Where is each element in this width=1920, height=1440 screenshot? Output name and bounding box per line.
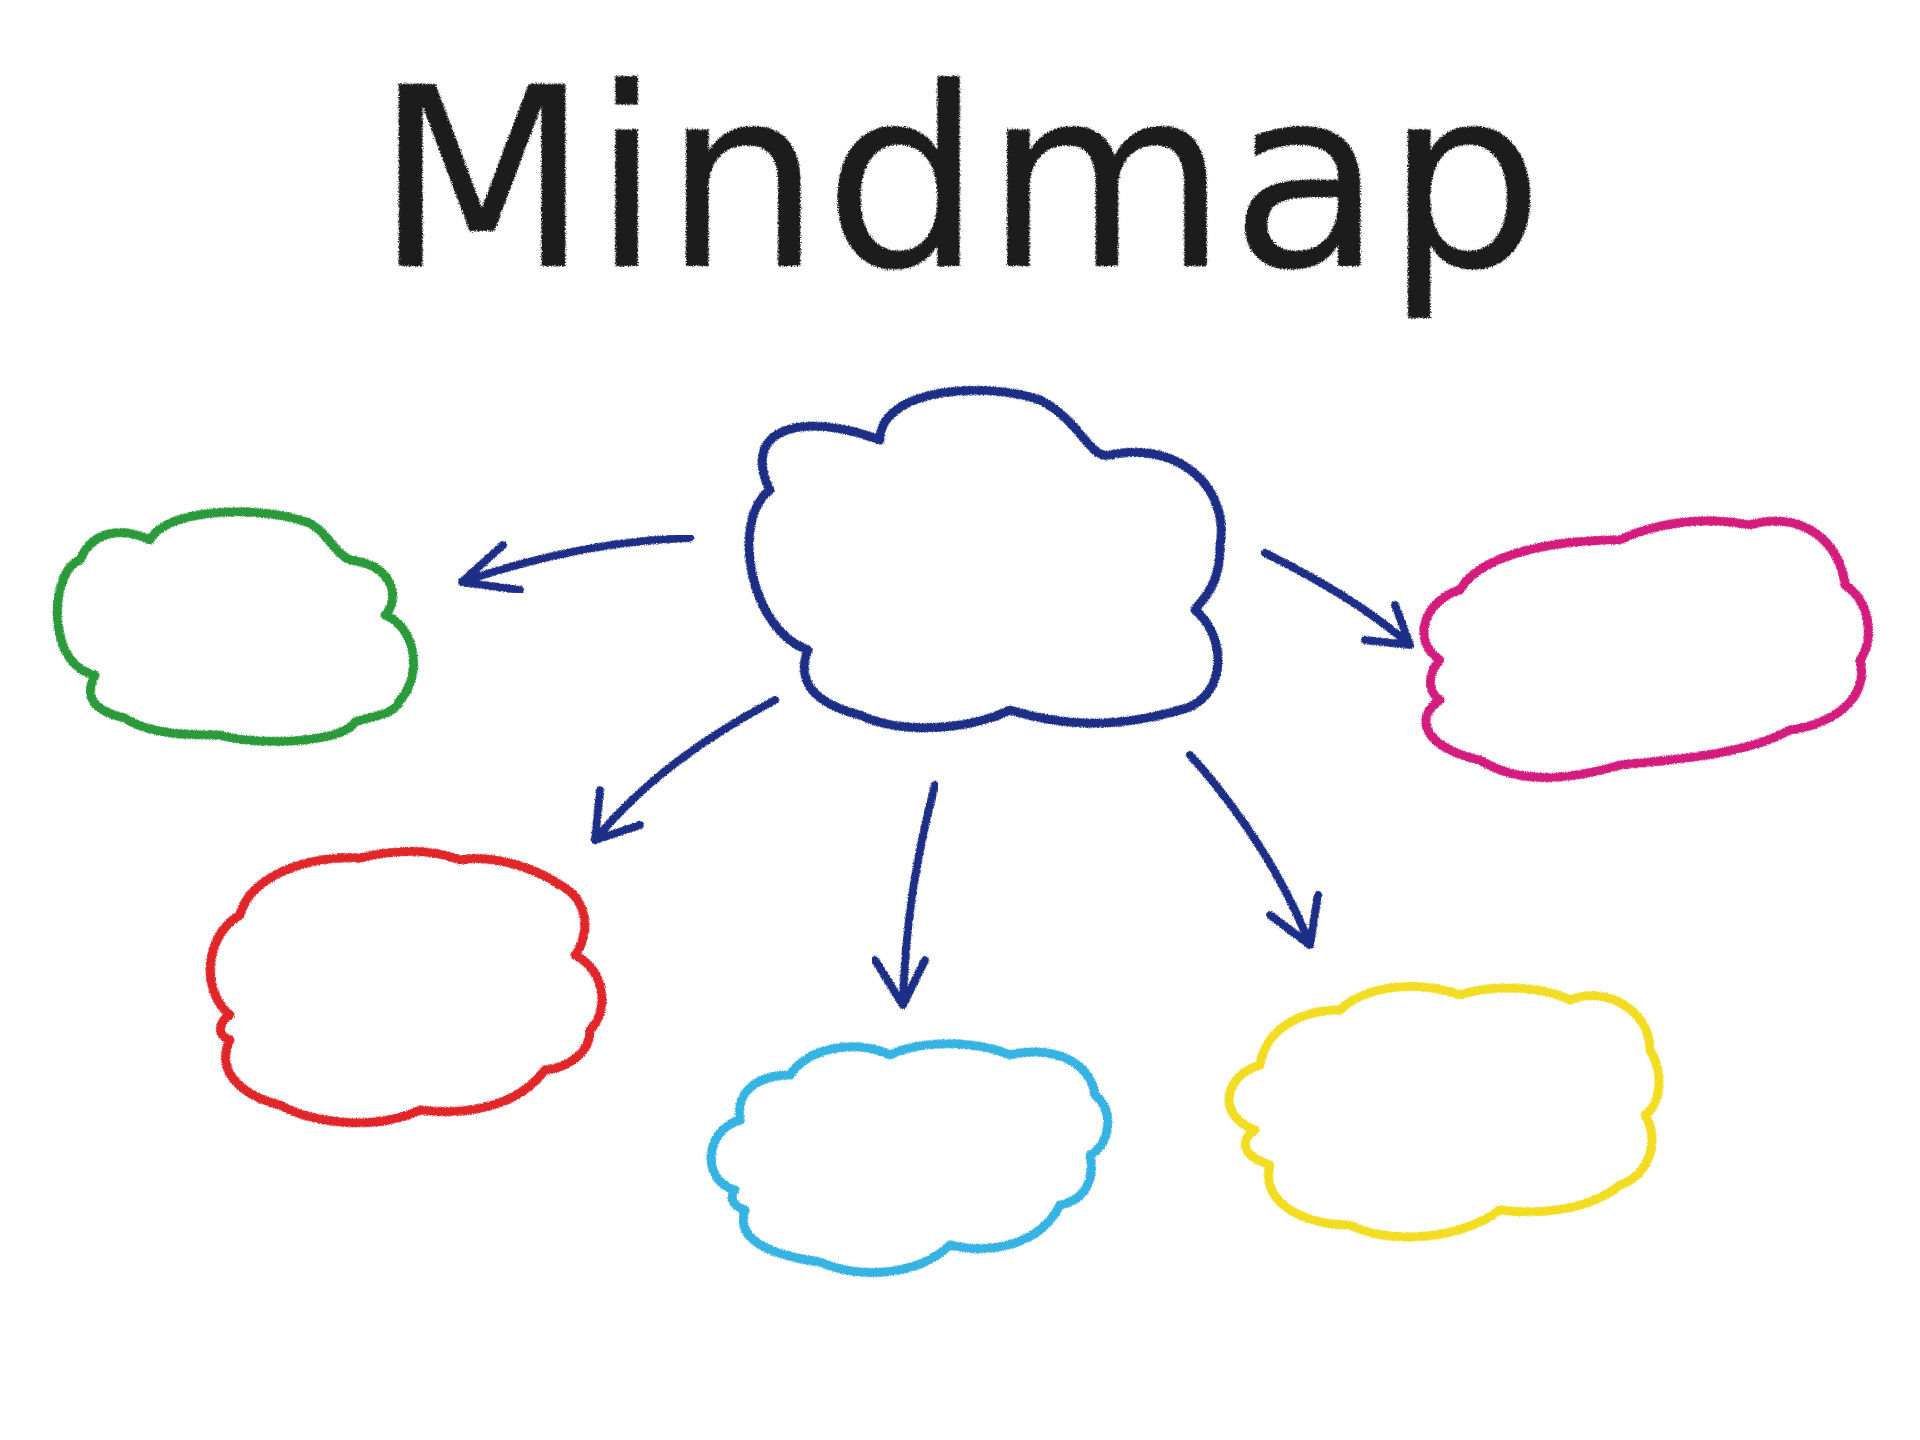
arrow-to-yellow-shaft <box>1186 751 1314 949</box>
arrow-to-green-shaft <box>458 534 694 586</box>
arrow-to-cyan-shaft <box>899 781 939 1009</box>
arrow-to-cyan <box>871 781 939 1009</box>
arrow-to-cyan-head <box>871 956 929 1009</box>
arrow-to-magenta-shaft <box>1261 549 1414 649</box>
arrow-to-red <box>591 696 779 844</box>
red-cloud <box>205 847 607 1128</box>
arrow-to-magenta-head <box>1361 601 1414 649</box>
magenta-cloud <box>1419 516 1873 782</box>
arrow-to-yellow-head <box>1266 891 1322 949</box>
arrow-to-yellow <box>1186 751 1322 949</box>
page-title: Mindmap <box>374 34 1546 325</box>
arrow-to-red-shaft <box>591 696 779 844</box>
arrow-to-green <box>458 534 694 594</box>
yellow-cloud <box>1224 982 1664 1242</box>
arrow-to-green-head <box>458 541 524 594</box>
cyan-cloud <box>706 1039 1113 1277</box>
green-cloud <box>53 507 418 746</box>
arrow-to-magenta <box>1261 549 1414 649</box>
arrow-to-red-head <box>591 786 644 844</box>
center-cloud <box>744 385 1226 733</box>
